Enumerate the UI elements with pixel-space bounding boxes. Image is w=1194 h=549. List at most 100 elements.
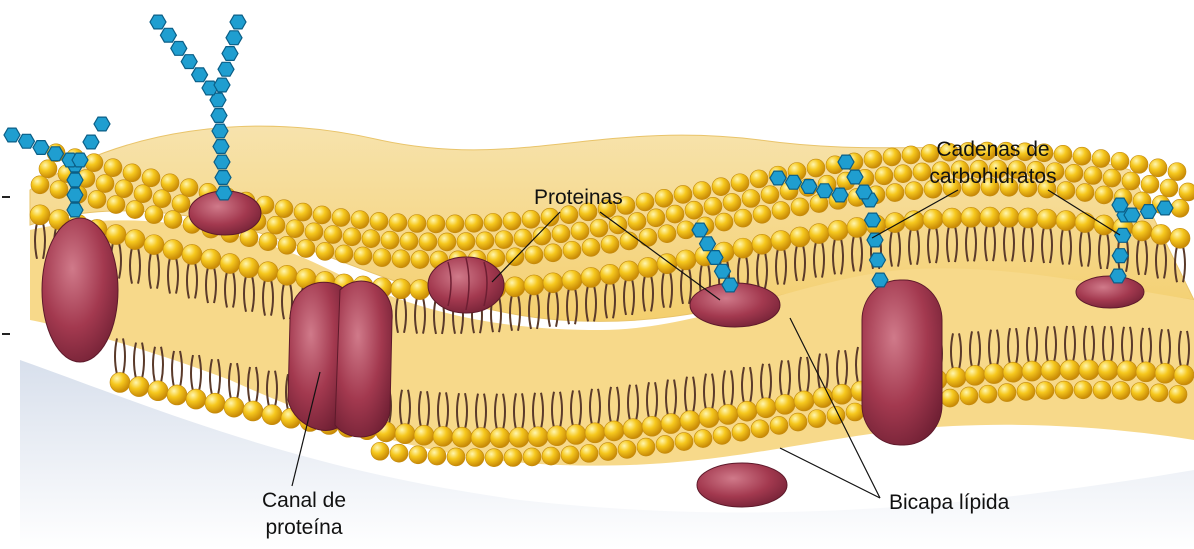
transmembrane-protein-right <box>861 279 943 446</box>
lipid-head <box>808 223 830 244</box>
lipid-head <box>560 445 580 465</box>
carbohydrate-unit <box>149 14 167 30</box>
lipid-head <box>464 214 484 233</box>
lipid-head <box>1148 158 1168 178</box>
carbohydrate-unit <box>1111 197 1129 213</box>
lipid-head <box>370 441 390 461</box>
lipid-head <box>940 388 960 408</box>
carbohydrate-unit <box>1109 268 1127 284</box>
carbohydrate-unit <box>1139 204 1158 219</box>
lipid-tail <box>946 225 958 263</box>
lipid-head <box>1168 385 1188 404</box>
lipid-tail <box>836 350 848 387</box>
lipid-tail <box>167 257 179 294</box>
carbohydrate-unit <box>831 187 849 203</box>
lipid-tail <box>547 290 559 327</box>
lipid-tail <box>1007 327 1019 365</box>
lipid-head <box>204 392 226 414</box>
lipid-tail <box>456 392 468 430</box>
lipid-head <box>274 199 294 219</box>
lipid-tail <box>1136 238 1148 276</box>
lipid-tail <box>684 376 696 413</box>
lipid-head <box>1097 359 1119 381</box>
lipid-head <box>831 383 853 405</box>
carbohydrate-unit <box>214 170 232 185</box>
lipid-tail <box>775 248 787 285</box>
lipid-tail <box>114 338 126 375</box>
lipid-tail <box>889 230 901 267</box>
lipid-tail <box>1102 325 1114 363</box>
lipid-head <box>1017 207 1039 229</box>
lipid-tail <box>528 292 540 330</box>
carbohydrate-unit <box>225 30 243 46</box>
membrane-shadow <box>20 360 1194 549</box>
carbohydrate-unit <box>1156 200 1174 216</box>
lipid-head <box>1140 175 1160 194</box>
lipid-head <box>152 189 172 209</box>
lipid-tail <box>813 241 825 278</box>
lipid-head <box>1035 381 1055 400</box>
lipid-head <box>494 230 514 249</box>
label-cadenas-line2: carbohidratos <box>929 165 1057 188</box>
lipid-head <box>106 195 126 214</box>
lipid-head <box>997 383 1017 402</box>
lipid-head <box>541 446 561 466</box>
lipid-head <box>391 249 411 269</box>
lipid-head <box>410 250 430 269</box>
lipid-head <box>589 218 609 238</box>
lipid-head <box>733 208 753 228</box>
lipid-tail <box>661 271 673 308</box>
carbohydrate-unit <box>170 40 188 56</box>
lipid-head <box>760 185 780 204</box>
lipid-head <box>342 227 362 247</box>
lipid-head <box>465 448 485 467</box>
lipid-head <box>1135 361 1157 383</box>
lipid-tail <box>1064 325 1076 363</box>
lipid-head <box>749 169 769 189</box>
lipid-head <box>331 208 351 227</box>
lipid-tail <box>908 228 920 265</box>
lipid-head <box>1054 380 1074 400</box>
lipid-head <box>266 215 286 235</box>
lipid-head <box>1130 382 1150 401</box>
lipid-head <box>675 249 697 271</box>
lipid-head <box>711 177 731 196</box>
lipid-tail <box>228 362 240 400</box>
lipid-tail <box>703 373 715 410</box>
lipid-head <box>674 432 694 451</box>
carbohydrate-unit <box>217 61 235 77</box>
lipid-head <box>600 235 620 254</box>
lipid-head <box>122 163 142 183</box>
lipid-head <box>950 160 970 179</box>
lipid-tail <box>950 333 962 370</box>
lipid-tail <box>817 353 829 390</box>
lipid-head <box>581 238 601 257</box>
lipid-head <box>903 210 925 231</box>
lipid-tail <box>760 363 772 400</box>
lipid-tail <box>722 370 734 407</box>
lipid-tail <box>1041 226 1053 264</box>
lipid-head <box>427 446 447 466</box>
lipid-head <box>389 443 409 463</box>
lipid-head <box>1083 166 1103 185</box>
lipid-tail <box>1060 228 1072 265</box>
peripheral-protein-bottom <box>696 462 788 508</box>
lipid-tail <box>794 244 806 282</box>
lipid-head <box>408 445 428 465</box>
lipid-head <box>893 164 913 184</box>
carbohydrate-unit <box>800 179 818 194</box>
lipid-head <box>503 448 523 467</box>
lipid-head <box>1073 380 1093 400</box>
lipid-head <box>258 232 278 251</box>
lipid-head <box>162 239 184 260</box>
lipid-head <box>996 141 1016 161</box>
lipid-head <box>616 196 636 215</box>
lipid-head <box>185 388 207 410</box>
lipid-tail <box>665 379 677 416</box>
lipid-head <box>361 229 381 249</box>
lipid-head <box>1016 382 1036 401</box>
lipid-head <box>181 244 203 265</box>
lipid-tail <box>414 297 426 334</box>
lipid-head <box>1102 168 1122 188</box>
lipid-head <box>584 422 606 444</box>
